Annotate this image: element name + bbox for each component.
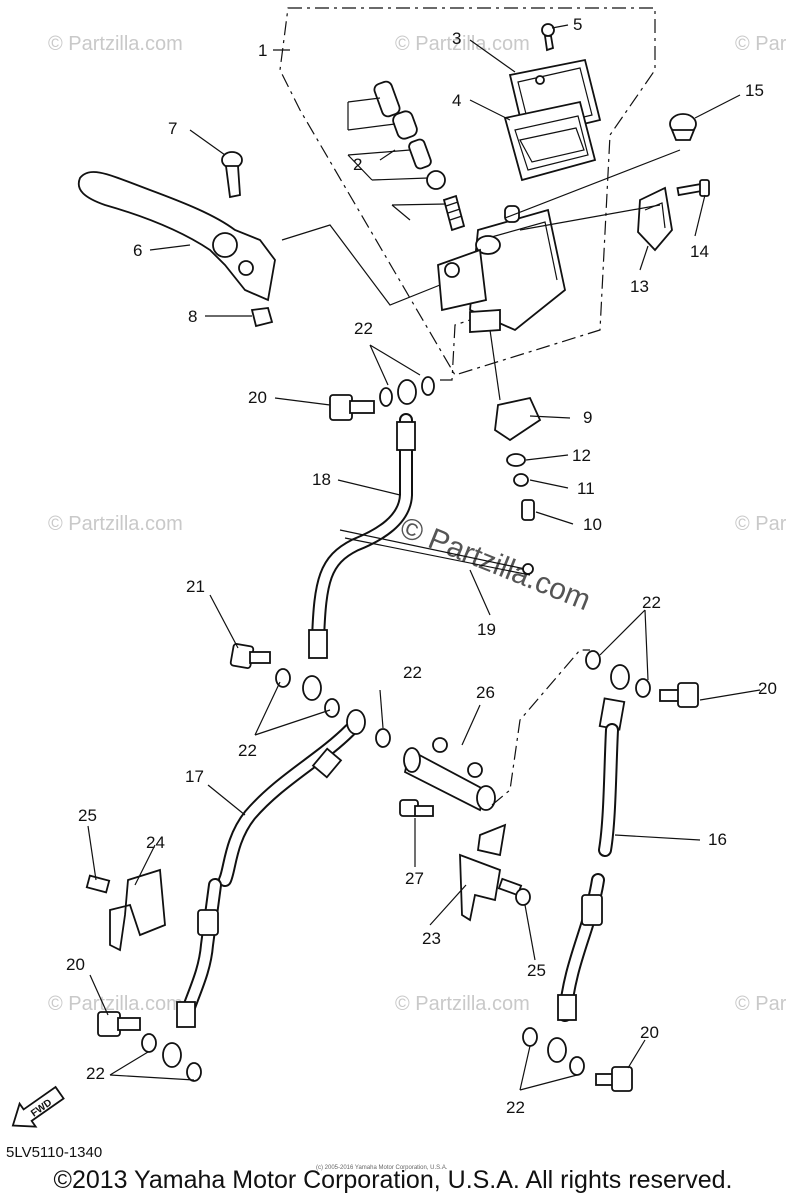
watermark: © Partzilla.com (395, 993, 530, 1015)
pivot-nut (250, 307, 274, 328)
callout-22-top: 22 (354, 319, 373, 338)
watermark: © Partzilla.com (735, 33, 786, 55)
callout-9: 9 (583, 408, 592, 427)
rubber-plug (669, 113, 697, 141)
callout-10: 10 (583, 515, 602, 534)
callout-6: 6 (133, 241, 142, 260)
brake-hose-upper (302, 413, 416, 701)
callout-5: 5 (573, 15, 582, 34)
watermark: © Partzilla.com (395, 33, 530, 55)
callout-8: 8 (188, 307, 197, 326)
piston-kit (347, 80, 466, 232)
callout-2: 2 (353, 155, 362, 174)
diaphragm (503, 100, 597, 182)
callout-numbers: 1 2 3 4 5 6 7 8 9 10 11 12 13 14 15 16 1… (66, 15, 777, 1117)
hose-bracket-left (85, 868, 166, 952)
callout-22-right: 22 (642, 593, 661, 612)
small-notice: (c) 2005-2016 Yamaha Motor Corporation, … (316, 1165, 448, 1171)
callout-3: 3 (452, 29, 461, 48)
cover-screw (676, 179, 710, 197)
cap-screw (541, 23, 555, 52)
lever-cover (637, 186, 673, 252)
brake-joint (375, 728, 496, 817)
routing-line (440, 319, 471, 381)
callout-16: 16 (708, 830, 727, 849)
watermarks: © Partzilla.com © Partzilla.com © Partzi… (48, 33, 786, 1015)
union-bolt-21 (229, 643, 340, 718)
callout-20-bottom: 20 (640, 1023, 659, 1042)
switch-hardware (506, 453, 535, 521)
callout-26: 26 (476, 683, 495, 702)
callout-14: 14 (690, 242, 709, 261)
callout-13: 13 (630, 277, 649, 296)
brake-switch (489, 329, 542, 442)
union-bolt-top (329, 376, 435, 421)
callout-15: 15 (745, 81, 764, 100)
callout-20-right: 20 (758, 679, 777, 698)
callout-24: 24 (146, 833, 165, 852)
callout-20-top: 20 (248, 388, 267, 407)
callout-27: 27 (405, 869, 424, 888)
callout-22-center: 22 (403, 663, 422, 682)
watermark-center: © Partzilla.com (395, 511, 595, 617)
leader-lines (504, 149, 681, 231)
callout-25-left: 25 (78, 806, 97, 825)
callout-11: 11 (577, 479, 595, 498)
routing-line (491, 649, 590, 806)
union-bolt-bottom-right (522, 1027, 633, 1092)
watermark: © Partzilla.com (48, 513, 183, 535)
brake-hose-left (162, 709, 366, 1068)
watermark: © Partzilla.com (735, 993, 786, 1015)
callout-22-mid-left: 22 (238, 741, 257, 760)
hose-guide (339, 529, 534, 576)
callout-19: 19 (477, 620, 496, 639)
forward-arrow-icon: FWD (11, 1085, 65, 1128)
callout-12: 12 (572, 446, 591, 465)
watermark: © Partzilla.com (735, 513, 786, 535)
callout-18: 18 (312, 470, 331, 489)
brake-hose-right (547, 650, 699, 1063)
watermark: © Partzilla.com (48, 33, 183, 55)
callout-20-left: 20 (66, 955, 85, 974)
master-cylinder-assembly-outline (279, 7, 656, 376)
brake-lever (77, 171, 441, 306)
callout-leaders (87, 24, 761, 1091)
pivot-bolt (221, 151, 243, 199)
hose-bracket-right (459, 823, 507, 922)
copyright-footer: ©2013 Yamaha Motor Corporation, U.S.A. A… (53, 1166, 733, 1194)
callout-1: 1 (258, 41, 267, 60)
master-cylinder-body (437, 205, 566, 333)
callout-25-right: 25 (527, 961, 546, 980)
callout-23: 23 (422, 929, 441, 948)
callout-22-bottom-right: 22 (506, 1098, 525, 1117)
watermark: © Partzilla.com (48, 993, 183, 1015)
bracket-bolt-right (497, 877, 531, 906)
callout-22-bottom-left: 22 (86, 1064, 105, 1083)
callout-21: 21 (186, 577, 205, 596)
union-bolt-bottom-left (97, 1011, 202, 1082)
diagram-code: 5LV5110-1340 (6, 1144, 103, 1161)
callout-7: 7 (168, 119, 177, 138)
callout-4: 4 (452, 91, 461, 110)
callout-17: 17 (185, 767, 204, 786)
